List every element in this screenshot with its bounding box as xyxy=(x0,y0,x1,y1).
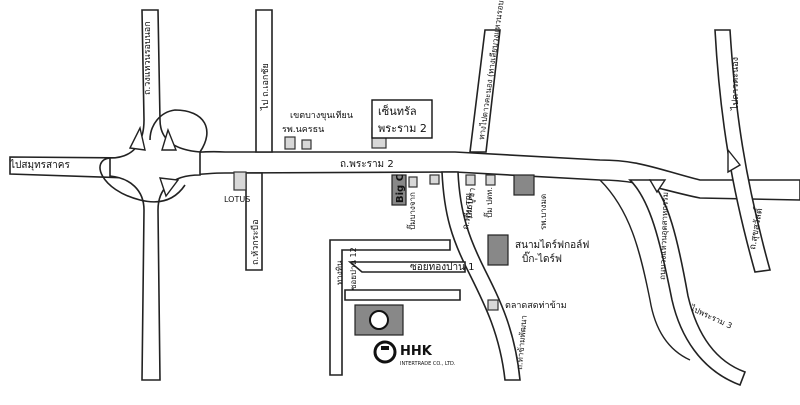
road-network xyxy=(9,9,800,387)
buildings xyxy=(233,127,535,336)
label-industrial-ring: ถนนวงแหวนอุตสาหกรรม xyxy=(658,192,670,280)
dao-khanong-road xyxy=(469,29,501,153)
label-bigc: Big C xyxy=(395,174,406,203)
shop-building xyxy=(429,174,440,185)
label-soi-hhk: ซอยปาน 12 xyxy=(349,247,358,290)
lotus-building xyxy=(233,171,247,191)
interchange-triangle-1 xyxy=(128,125,146,151)
tpi-building xyxy=(465,174,476,186)
market-building xyxy=(487,299,499,311)
label-central-line2: พระราม 2 xyxy=(378,122,427,135)
label-bangchak: ปั๊มบางจาก xyxy=(406,192,417,230)
company-subtitle: INTERTRADE CO., LTD. xyxy=(400,361,456,367)
label-hospital-nakhon: รพ.นครธน xyxy=(282,125,324,135)
interchange-loop-right xyxy=(149,109,208,153)
golf-driving-range xyxy=(487,234,509,266)
hhk-logo: HHK INTERTRADE CO., LTD. xyxy=(373,340,456,367)
label-hua-krabue: ถ.หัวกระบือ xyxy=(250,219,261,265)
label-to-samut-sakhon: ไปสมุทรสาคร xyxy=(9,159,70,171)
label-golf-line2: บิ๊ก-ไดร์ฟ xyxy=(522,251,562,265)
interchange-triangle-2 xyxy=(161,127,178,151)
ptt-building xyxy=(485,174,496,186)
hospital-nakhon-building xyxy=(284,136,296,150)
interchange-triangle-3 xyxy=(158,177,180,198)
label-golf-line1: สนามไดร์ฟกอล์ฟ xyxy=(515,239,589,251)
label-lotus: LOTUS xyxy=(224,195,250,204)
bigc-building xyxy=(391,174,407,206)
industrial-ring-road xyxy=(628,179,747,387)
outer-ring-road xyxy=(109,9,201,381)
label-rama2: ถ.พระราม 2 xyxy=(340,159,394,170)
company-name: HHK xyxy=(400,344,433,359)
hua-krabue-road xyxy=(245,172,263,271)
label-tpi: ปั๊ม TPI xyxy=(463,193,474,218)
label-market: ตลาดสดท่าข้าม xyxy=(505,300,567,311)
ekachai-road xyxy=(255,9,273,153)
label-district-office: เขตบางขุนเทียน xyxy=(290,110,353,121)
hhk-logo-icon xyxy=(373,340,397,364)
central-box xyxy=(371,99,433,139)
label-central-line1: เซ็นทรัล xyxy=(378,104,417,118)
label-outer-ring: ถ.วงแหวนรอบนอก xyxy=(143,21,153,95)
soi-tha-kham xyxy=(329,239,451,376)
label-soi-thongpan: ซอยทองปาน 1 xyxy=(410,262,474,273)
label-to-bangkok: ไปดาวคะนอง xyxy=(730,57,741,111)
label-ptt: ปั๊ม ปตท. xyxy=(483,187,494,218)
district-office-building xyxy=(301,139,312,150)
industrial-ring-inner xyxy=(599,179,691,361)
roundabout-triangle-left xyxy=(648,179,667,194)
hospital-bangmod-building xyxy=(513,174,535,196)
hhk-building-logo-icon xyxy=(369,310,389,330)
bangchak-building xyxy=(408,176,418,188)
soi-hhk xyxy=(344,289,461,301)
soi-thongpan xyxy=(347,261,466,273)
thakham-road xyxy=(441,171,521,381)
label-tha-kham: ทางทิน xyxy=(335,260,344,285)
roundabout-triangle-right xyxy=(727,148,742,174)
label-hospital-bangmod: รพ.บางมด xyxy=(539,194,548,230)
label-to-ekachai: ไป ถ.เอกชัย xyxy=(260,63,271,111)
interchange-loop-left xyxy=(99,157,186,203)
hhk-logo-bar xyxy=(381,346,389,350)
sukhumvit-road xyxy=(714,29,772,273)
